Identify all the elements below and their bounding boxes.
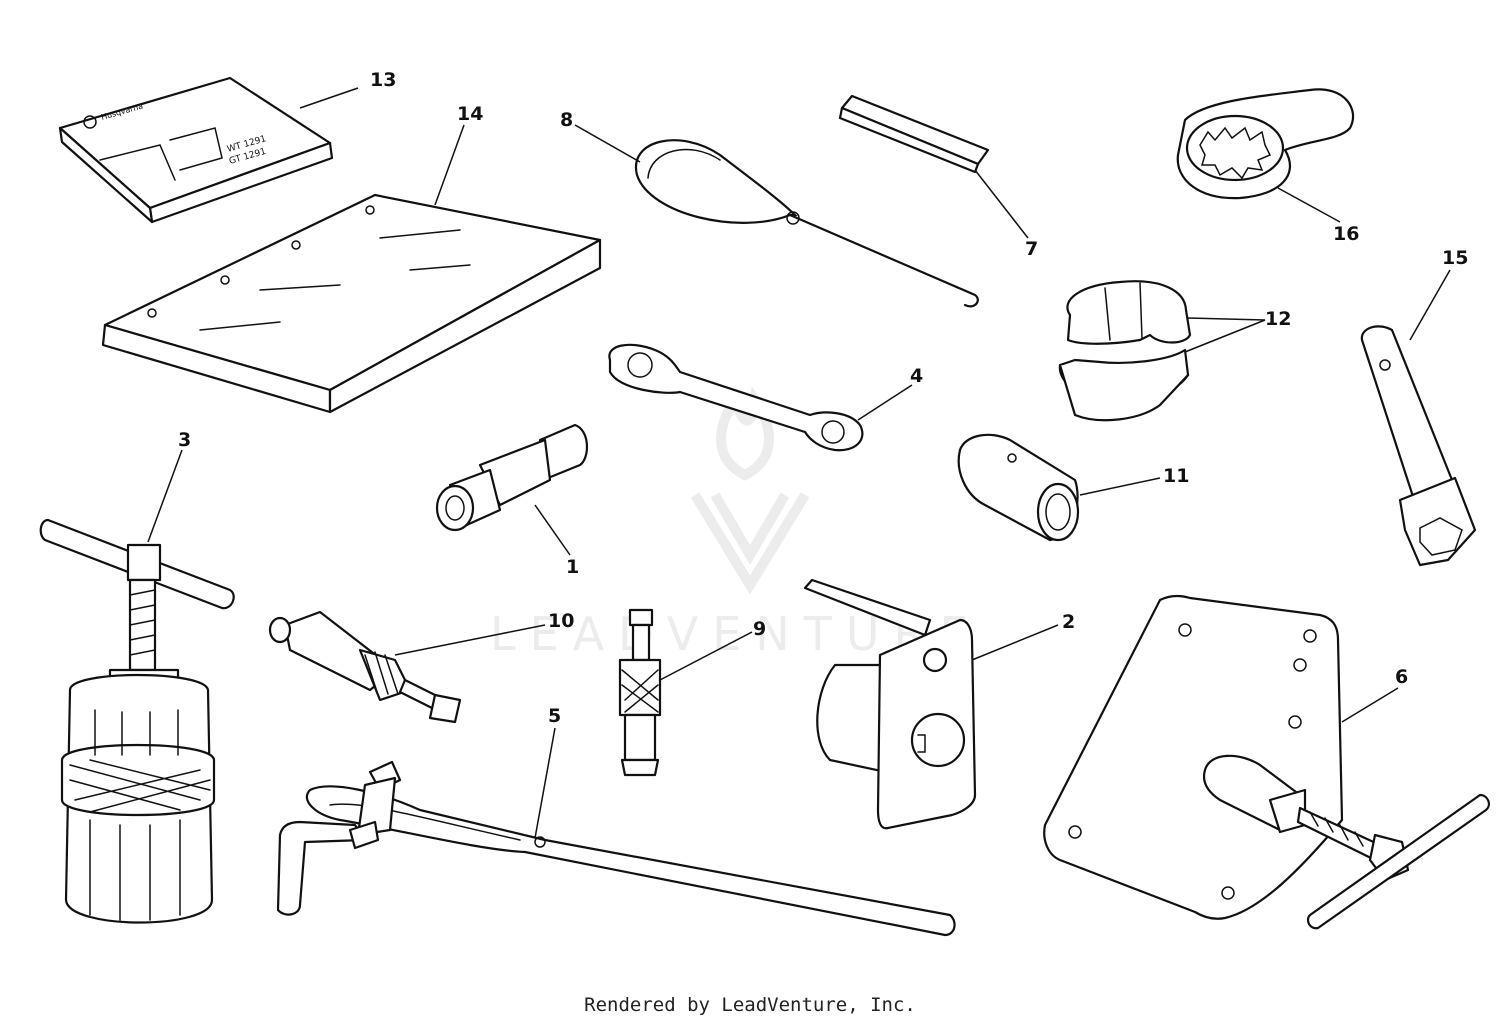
- callout-9: 9: [753, 618, 766, 640]
- footer-credit: Rendered by LeadVenture, Inc.: [584, 994, 916, 1016]
- part-2-seal-installer: [803, 578, 977, 830]
- part-13-owners-manual: Husqvarna WT 1291 GT 1291: [58, 76, 334, 224]
- callout-5: 5: [548, 705, 561, 727]
- part-8-wire-loop: [634, 139, 979, 308]
- callout-labels: 13 14 8 7 16 15 12 4 11 1 3 10 9 2 6 5: [178, 69, 1468, 727]
- callout-14: 14: [457, 103, 483, 125]
- callout-4: 4: [910, 365, 923, 387]
- part-12-split-collars: [1058, 280, 1192, 422]
- part-5-lever-tool: [276, 760, 956, 937]
- callout-7: 7: [1025, 238, 1038, 260]
- part-11-socket: [957, 433, 1080, 542]
- part-16-splined-wrench: [1176, 88, 1355, 200]
- part-14-binder: [101, 193, 602, 414]
- part-6-puller-plate: [1043, 594, 1490, 930]
- callout-8: 8: [560, 109, 573, 131]
- callout-12: 12: [1265, 308, 1291, 330]
- part-1-adapter: [435, 423, 588, 532]
- part-4-spanner: [608, 343, 864, 452]
- callout-13: 13: [370, 69, 396, 91]
- part-9-valve: [618, 608, 662, 777]
- callout-6: 6: [1395, 666, 1408, 688]
- part-7-bar: [838, 94, 990, 174]
- leader-lines: [147, 87, 1451, 839]
- part-3-puller: [39, 518, 235, 924]
- part-10-bolt-tool: [268, 610, 462, 724]
- callout-16: 16: [1333, 223, 1359, 245]
- watermark-logo: [690, 385, 810, 595]
- callout-15: 15: [1442, 247, 1468, 269]
- callout-3: 3: [178, 429, 191, 451]
- callout-1: 1: [566, 556, 579, 578]
- callout-10: 10: [548, 610, 574, 632]
- manual-logo-icon: [83, 115, 97, 129]
- callout-2: 2: [1062, 611, 1075, 633]
- part-15-box-wrench: [1360, 325, 1477, 567]
- callout-11: 11: [1163, 465, 1189, 487]
